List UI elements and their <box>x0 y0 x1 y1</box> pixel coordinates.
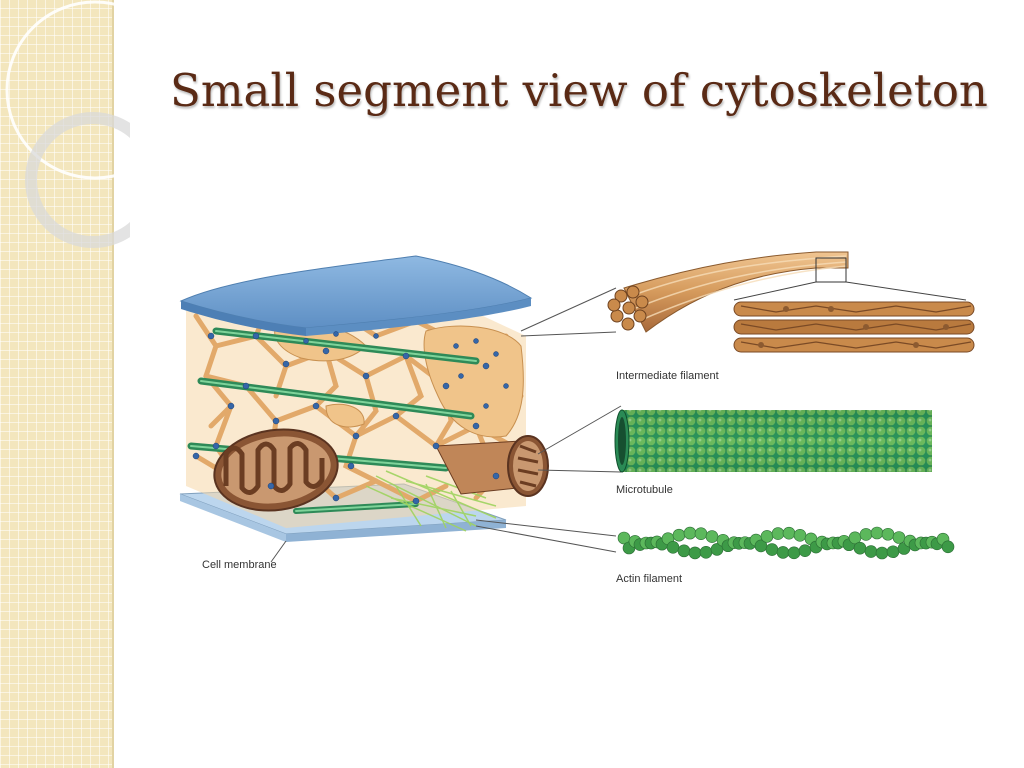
intermediate-filament-illustration <box>607 251 975 353</box>
microtubule-label: Microtubule <box>616 484 673 496</box>
actin-monomer <box>892 531 906 544</box>
protein-dots <box>192 331 509 505</box>
actin-monomer <box>771 527 785 540</box>
actin-monomer <box>881 527 895 541</box>
actin-filament-illustration <box>617 526 955 560</box>
actin-monomer <box>677 544 691 558</box>
cell-membrane-label: Cell membrane <box>202 559 277 571</box>
actin-monomer <box>699 545 713 559</box>
side-band-divider <box>112 0 114 768</box>
actin-monomer <box>864 545 878 558</box>
slide-title: Small segment view of cytoskeleton <box>170 64 988 117</box>
actin-monomer <box>941 540 955 554</box>
mitochondrion-small <box>435 435 549 497</box>
actin-monomer <box>694 527 708 541</box>
intermediate-filament-zoom <box>733 301 975 353</box>
actin-monomer <box>859 528 873 541</box>
microtubule-illustration <box>614 409 932 473</box>
mitochondrion-large <box>213 428 339 512</box>
top-membrane <box>179 255 533 336</box>
cell-block <box>179 255 549 542</box>
actin-monomer <box>666 540 680 554</box>
actin-filament-label: Actin filament <box>616 573 682 585</box>
actin-monomer <box>683 526 697 540</box>
actin-mesh <box>365 470 497 532</box>
actin-monomer <box>672 528 686 542</box>
actin-monomer <box>688 546 702 560</box>
actin-monomer <box>886 545 900 559</box>
actin-monomer <box>760 530 774 543</box>
actin-monomer <box>853 541 867 555</box>
actin-monomer <box>870 526 884 540</box>
actin-monomer <box>793 529 807 542</box>
decorative-circles <box>5 0 130 248</box>
actin-monomer <box>787 546 801 560</box>
actin-monomer <box>875 546 889 560</box>
intermediate-filament-label: Intermediate filament <box>616 370 719 382</box>
bottom-membrane-side <box>180 494 286 542</box>
actin-monomer <box>705 530 719 543</box>
actin-monomer <box>782 526 796 540</box>
actin-monomer <box>776 546 790 559</box>
actin-monomer <box>765 543 779 556</box>
bottom-membrane-edge <box>286 520 506 542</box>
cytoskeleton-diagram: Intermediate filament Microtubule Actin … <box>179 251 975 585</box>
actin-monomer <box>798 544 812 557</box>
leader-lines <box>270 287 622 563</box>
